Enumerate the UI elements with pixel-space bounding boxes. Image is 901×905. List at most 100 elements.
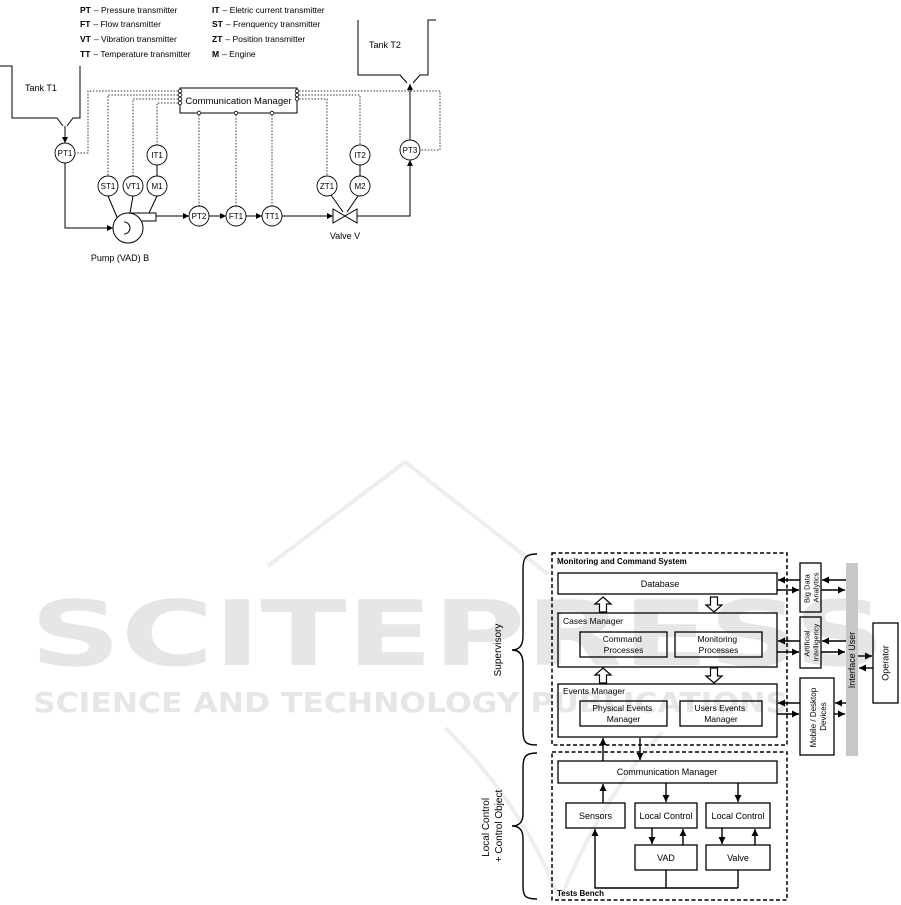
- local-control-1-label: Local Control: [639, 811, 692, 821]
- instrument-links: [107, 165, 361, 218]
- exchange-arrows: [777, 576, 873, 718]
- interface-user-bar: [846, 563, 858, 756]
- legend-code: M: [212, 49, 219, 59]
- instrument-label: PT1: [58, 149, 73, 158]
- tank-t2-label: Tank T2: [369, 40, 401, 50]
- instrument-ft1: FT1: [225, 205, 247, 227]
- instrument-pt2: PT2: [188, 205, 210, 227]
- tests-communication-manager-box: [557, 760, 778, 784]
- pipe-valve-to-pt3: [357, 160, 413, 217]
- instrument-circle: [122, 175, 144, 197]
- instrument-label: VT1: [126, 182, 141, 191]
- tank-t2-outline-left: [357, 20, 408, 84]
- pipe-pt1-to-pump: [64, 163, 113, 231]
- database-label: Database: [641, 579, 680, 589]
- legend-code: ST: [212, 19, 224, 29]
- database-to-cases-up-arrow: [593, 596, 613, 613]
- cases-to-events-up-arrow: [593, 667, 613, 684]
- tests-bench-title: Tests Bench: [557, 889, 604, 898]
- monitoring-system-boundary: [551, 552, 788, 746]
- local-control-brace: [511, 752, 538, 900]
- legend-entry-vt: VT– Vibration transmitter: [80, 34, 177, 44]
- tank-t1-label: Tank T1: [25, 83, 57, 93]
- pump-outlet: [128, 212, 157, 222]
- connector-port: [269, 110, 275, 116]
- legend-code: PT: [80, 5, 92, 15]
- legend-desc: – Eletric current transmitter: [223, 5, 325, 15]
- legend-entry-it: IT– Eletric current transmitter: [212, 5, 325, 15]
- instrument-label: PT2: [192, 212, 207, 221]
- instrument-tt1: TT1: [261, 205, 283, 227]
- legend-entry-st: ST– Frenquency transmitter: [212, 19, 321, 29]
- monitoring-system-title: Monitoring and Command System: [557, 557, 687, 566]
- connector-port: [233, 110, 239, 116]
- database-box: [557, 572, 778, 595]
- instrument-label: IT2: [354, 151, 366, 160]
- instrument-it1: IT1: [146, 144, 168, 166]
- instrument-label: PT3: [403, 146, 418, 155]
- label-line: Mobile / Desktop: [809, 687, 818, 747]
- watermark-logo: [266, 460, 664, 901]
- communication-manager: Communication Manager: [177, 87, 300, 116]
- legend-desc: – Position transmitter: [225, 34, 305, 44]
- instrument-st1: ST1: [97, 175, 119, 197]
- local-control-label-line: Local Control: [481, 798, 492, 857]
- legend-desc: – Frenquency transmitter: [226, 19, 321, 29]
- monitoring-processes-label: Monitoring Processes: [697, 634, 739, 655]
- instrument-pt3: PT3: [399, 139, 421, 161]
- label-line: Manager: [704, 714, 738, 724]
- valve-box-label: Valve: [727, 853, 749, 863]
- plant-to-sensors-loop: [595, 829, 739, 889]
- cases-manager-title: Cases Manager: [563, 616, 623, 626]
- local-control-label-line: + Control Object: [494, 790, 505, 863]
- legend-desc: – Vibration transmitter: [94, 34, 177, 44]
- local-control-1-box: [634, 802, 698, 829]
- tank-t2-outline-right: [412, 19, 436, 84]
- local-control-2-label: Local Control: [711, 811, 764, 821]
- physical-events-manager-box: [579, 700, 668, 727]
- architecture-diagram: Supervisory Local Control + Control Obje…: [481, 552, 899, 901]
- instrument-label: FT1: [229, 212, 244, 221]
- instrument-label: M1: [151, 182, 163, 191]
- tank-t1-outline-right: [66, 66, 81, 127]
- instrument-m1: M1: [146, 175, 168, 197]
- local-control-label: Local Control + Control Object: [481, 790, 505, 863]
- signal-line-pt1: [75, 90, 178, 154]
- legend-entry-ft: FT– Flow transmitter: [80, 19, 161, 29]
- link-m2-valve: [346, 195, 359, 213]
- mobile-desktop-devices-box: [799, 677, 835, 756]
- instrument-circle: [399, 139, 421, 161]
- instrument-circle: [146, 144, 168, 166]
- tank-t1: Tank T1: [0, 65, 81, 127]
- legend-code: TT: [80, 49, 91, 59]
- legend-desc: – Flow transmitter: [93, 19, 161, 29]
- instrument-circle: [188, 205, 210, 227]
- legend-entry-tt: TT– Temperature transmitter: [80, 49, 191, 59]
- label-line: Monitoring: [697, 634, 737, 644]
- label-line: Processes: [604, 645, 644, 655]
- instrument-it2: IT2: [349, 144, 371, 166]
- signal-lines: [75, 90, 441, 206]
- instrument-vt1: VT1: [122, 175, 144, 197]
- connector-port: [294, 96, 300, 102]
- instrument-label: ST1: [101, 182, 116, 191]
- valve: Valve V: [330, 208, 360, 241]
- instrument-m2: M2: [349, 175, 371, 197]
- instrument-label: TT1: [265, 212, 280, 221]
- command-processes-box: [579, 631, 668, 658]
- big-data-analytics-label: Big Data Analytics: [803, 572, 821, 603]
- physical-events-manager-label: Physical Events Manager: [592, 703, 654, 724]
- legend-code: VT: [80, 34, 92, 44]
- legend-entry-m: M– Engine: [212, 49, 256, 59]
- legend: PT– Pressure transmitter FT– Flow transm…: [80, 5, 325, 59]
- signal-line-st1: [107, 94, 178, 176]
- watermark: SCITEPRESS SCIENCE AND TECHNOLOGY PUBLIC…: [30, 460, 885, 901]
- connector-port: [177, 100, 183, 106]
- legend-code: IT: [212, 5, 220, 15]
- mobile-desktop-devices-label: Mobile / Desktop Devices: [809, 686, 828, 748]
- instrument-circle: [97, 175, 119, 197]
- instrument-circle: [316, 175, 338, 197]
- sensors-label: Sensors: [579, 811, 613, 821]
- instrument-label: M2: [354, 182, 366, 191]
